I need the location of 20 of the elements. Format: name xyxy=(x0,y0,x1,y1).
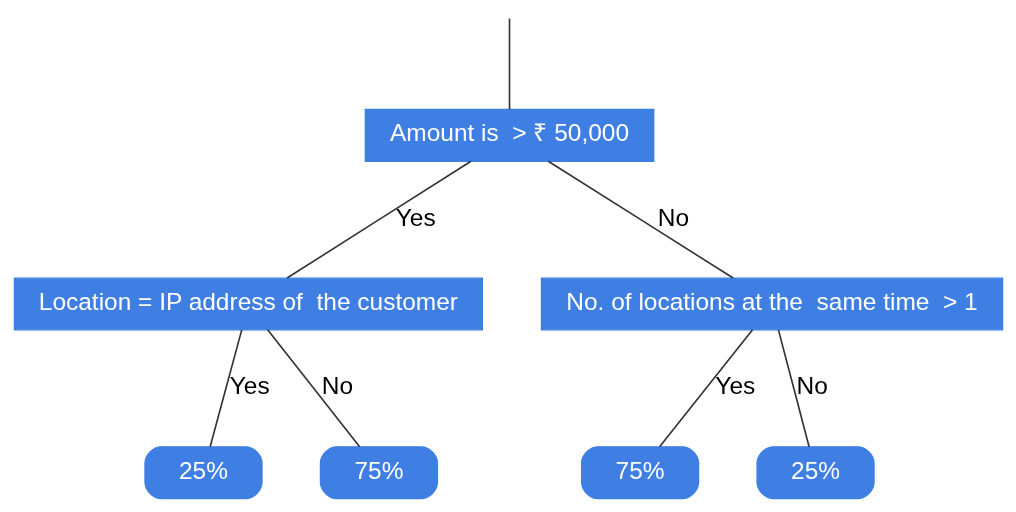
node-box: No. of locations at the same time > 1 xyxy=(540,277,1003,331)
node-box: 25% xyxy=(755,446,875,500)
node-box: Location = IP address of the customer xyxy=(13,277,483,331)
edge-label: No xyxy=(796,372,828,400)
connector xyxy=(508,17,510,111)
node-box: 75% xyxy=(580,446,699,500)
edge-label: No xyxy=(321,372,353,400)
node-box: Amount is > ₹ 50,000 xyxy=(364,108,654,162)
connector xyxy=(285,160,472,279)
connector xyxy=(266,329,360,448)
edge-label: Yes xyxy=(395,203,436,231)
node-box: 75% xyxy=(319,446,438,500)
node-box: 25% xyxy=(143,446,263,500)
connector xyxy=(658,329,753,448)
edge-label: Yes xyxy=(714,372,755,400)
connector xyxy=(546,160,734,279)
connector xyxy=(208,329,243,448)
edge-label: No xyxy=(657,203,689,231)
connector xyxy=(777,329,810,448)
edge-label: Yes xyxy=(229,372,270,400)
